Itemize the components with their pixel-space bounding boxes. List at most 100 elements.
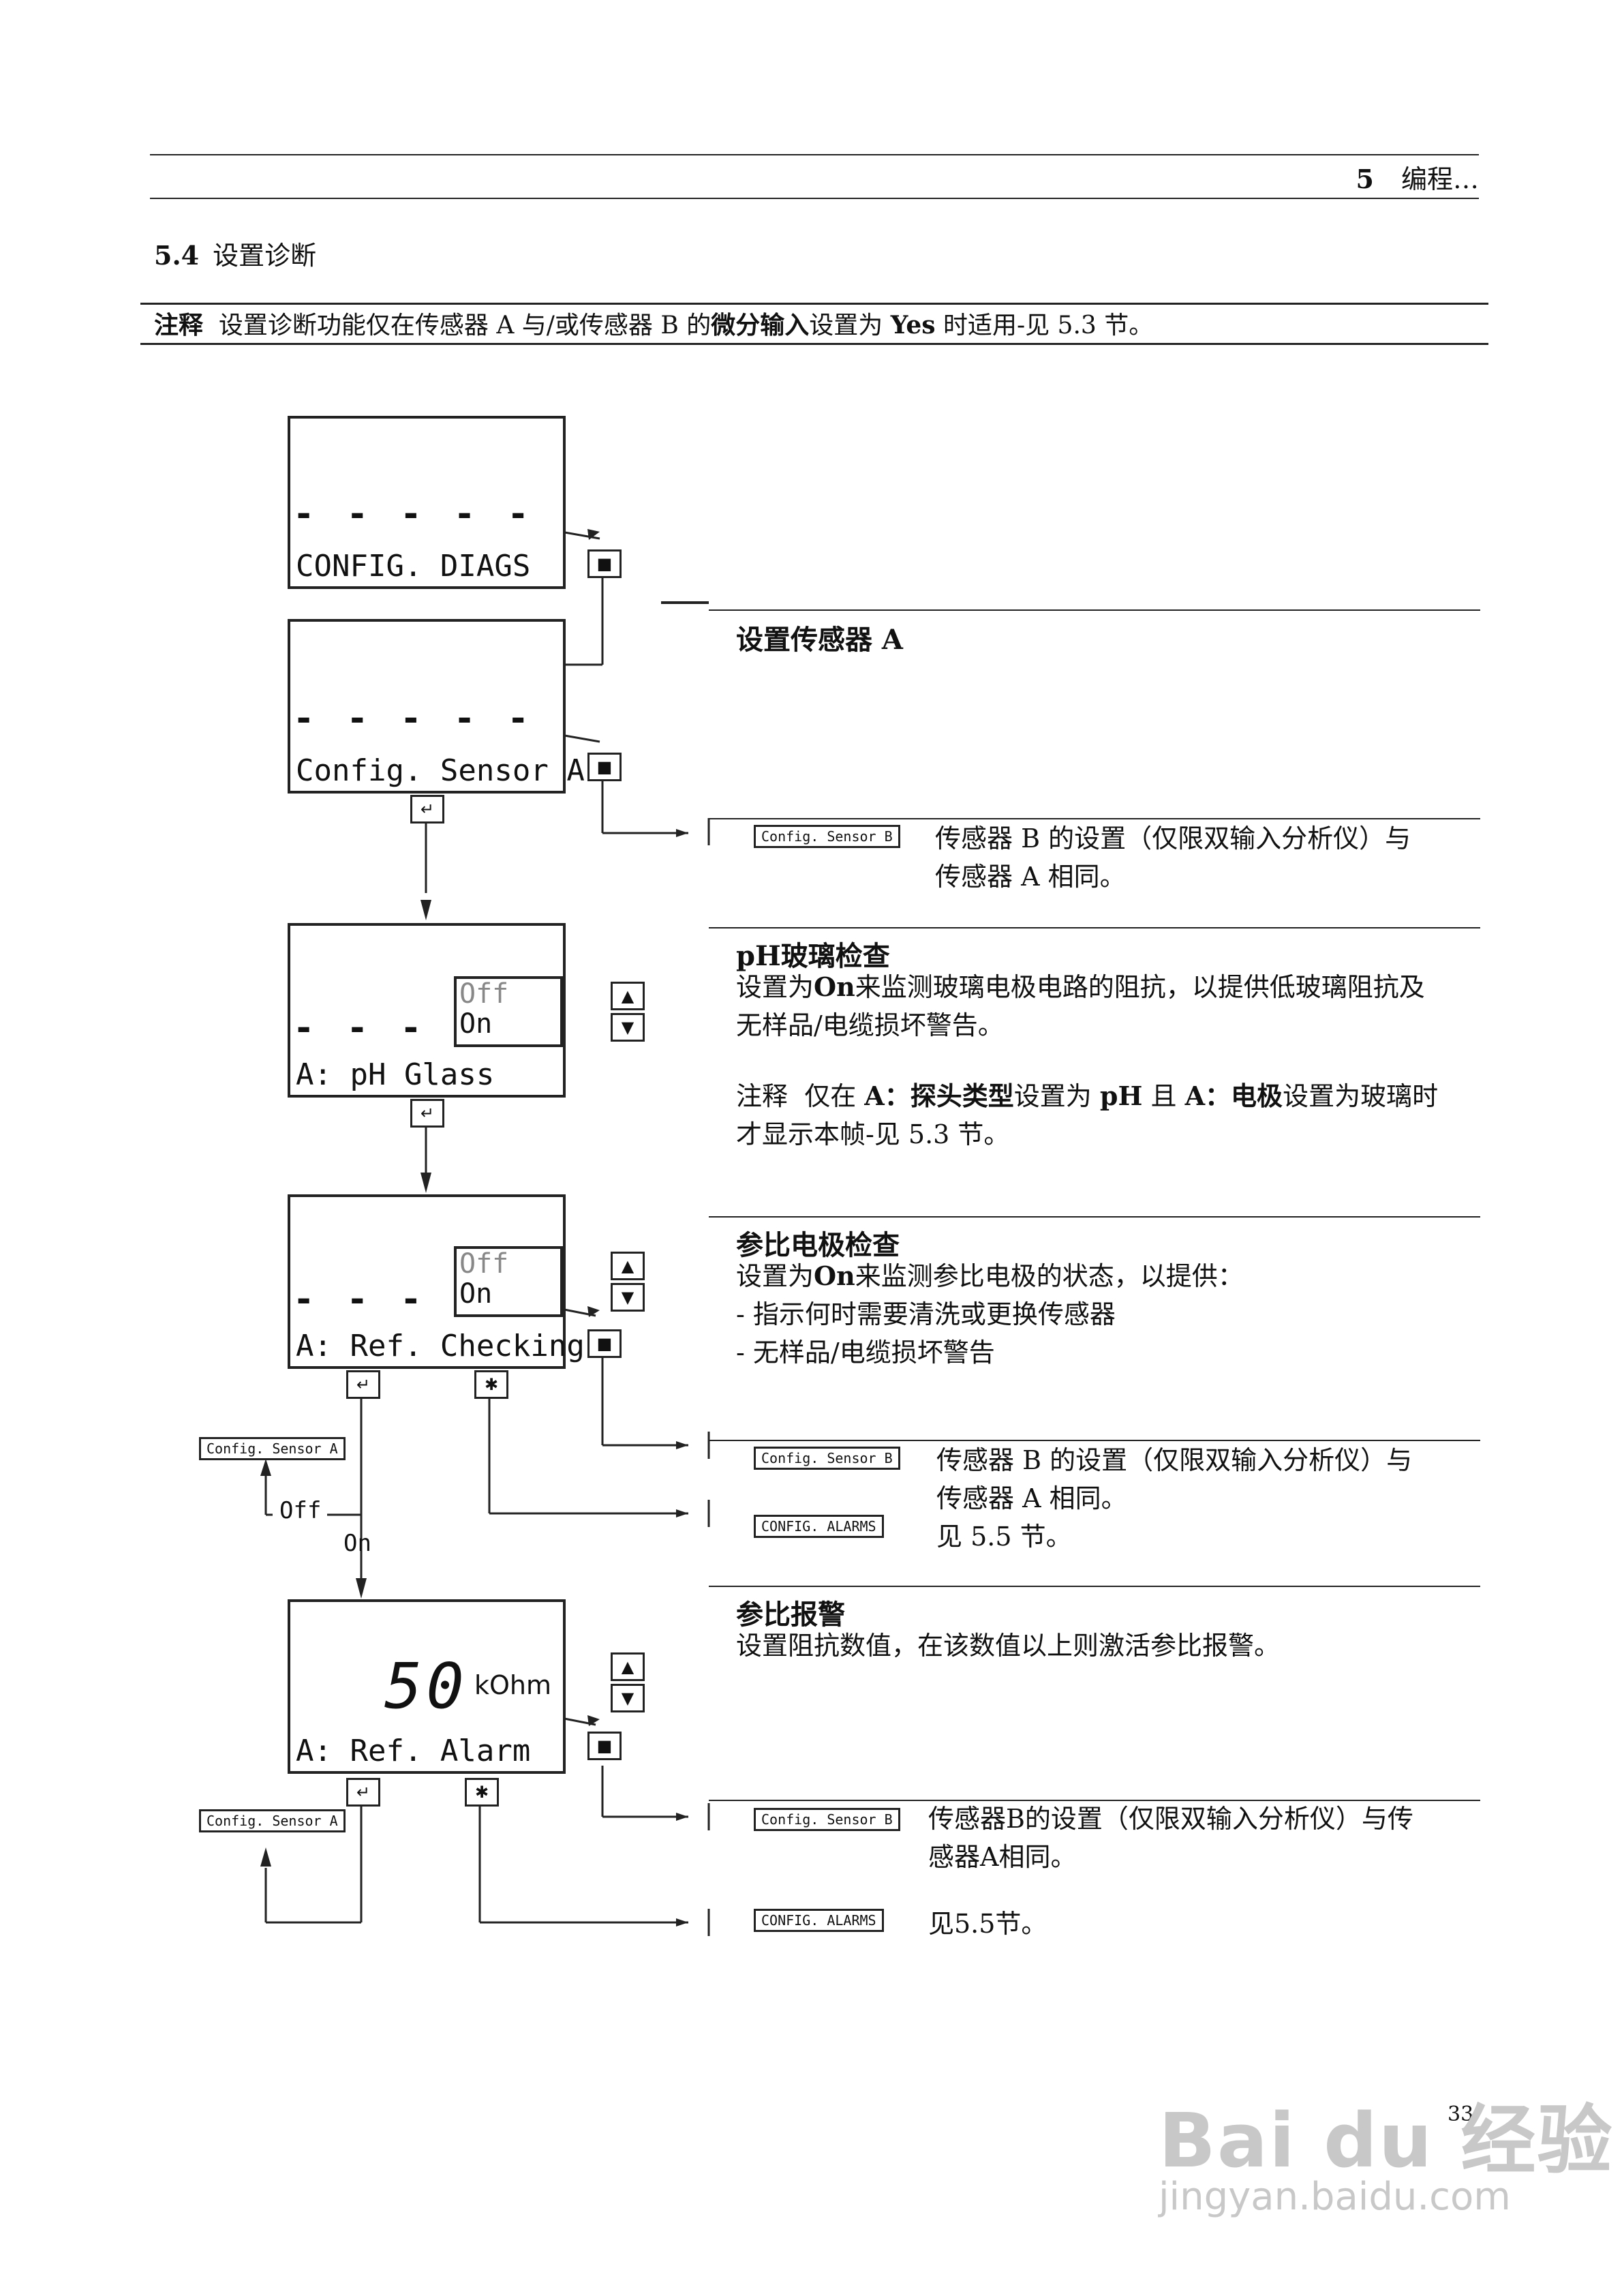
panel-line: - 指示何时需要清洗或更换传感器 xyxy=(736,1299,1116,1329)
panel-title: 参比电极检查 xyxy=(736,1229,900,1261)
panel-text: 传感器 B 的设置（仅限双输入分析仪）与 传感器 A 相同。 xyxy=(935,819,1411,896)
enter-key-icon[interactable]: ↵ xyxy=(410,1099,444,1128)
lcd-screen-ref-checking: - - - - - A: Ref. Checking Off On xyxy=(288,1194,585,1369)
note-text: 设置为 xyxy=(809,312,883,339)
star-key-icon[interactable]: ✱ xyxy=(465,1778,499,1807)
down-arrow-key-icon[interactable]: ▼ xyxy=(611,1283,645,1312)
lcd-label: CONFIG. DIAGS xyxy=(296,549,531,584)
panel-text: 设置为On来监测玻璃电极电路的阻抗，以提供低玻璃阻抗及 无样品/电缆损坏警告。 xyxy=(736,968,1425,1044)
option-off[interactable]: Off xyxy=(459,978,509,1010)
section-title: 设置诊断 xyxy=(213,241,317,271)
panel-line: 见 5.5 节。 xyxy=(936,1522,1072,1552)
panel-line: 设置为玻璃时 xyxy=(1283,1081,1439,1111)
star-key-icon[interactable]: ✱ xyxy=(474,1370,508,1399)
watermark-logo: Bai du 经验 xyxy=(1159,2097,1614,2184)
lcd-screen-config-sensor-a: - - - - - Config. Sensor A xyxy=(288,619,585,794)
config-alarms-box: CONFIG. ALARMS xyxy=(754,1515,884,1538)
panel-line: 传感器 A 相同。 xyxy=(936,1483,1127,1513)
up-arrow-key-icon[interactable]: ▲ xyxy=(611,1252,645,1280)
lcd-dashes: - - - - - xyxy=(293,494,534,534)
off-label: Off xyxy=(279,1497,322,1524)
down-arrow-key-icon[interactable]: ▼ xyxy=(611,1013,645,1042)
section-heading: 5.4 设置诊断 xyxy=(154,235,316,272)
config-sensor-b-box: Config. Sensor B xyxy=(754,1808,900,1831)
down-key-icon[interactable]: ■ xyxy=(587,549,622,578)
chapter-header: 5 编程… xyxy=(1356,158,1479,196)
chapter-number: 5 xyxy=(1356,164,1374,194)
config-sensor-b-box: Config. Sensor B xyxy=(754,825,900,848)
note-text: 设置诊断功能仅在传感器 A 与/或传感器 B 的 xyxy=(218,312,711,339)
lcd-label: Config. Sensor A xyxy=(296,753,585,788)
panel-line: 仅在 xyxy=(804,1081,857,1111)
note-bold: 微分输入 xyxy=(711,311,810,339)
alarm-unit: kOhm xyxy=(474,1670,552,1700)
panel-line: 传感器 A 相同。 xyxy=(935,862,1126,892)
config-alarms-box: CONFIG. ALARMS xyxy=(754,1909,884,1932)
enter-key-icon[interactable]: ↵ xyxy=(346,1370,380,1399)
option-on[interactable]: On xyxy=(459,1008,493,1040)
chapter-title: 编程… xyxy=(1401,164,1479,194)
panel-bold: pH xyxy=(1099,1081,1143,1111)
panel-bold: A：电极 xyxy=(1184,1081,1283,1111)
panel-rule xyxy=(709,818,1480,819)
panel-title: pH玻璃检查 xyxy=(736,940,890,972)
panel-line: 传感器 B 的设置（仅限双输入分析仪）与 xyxy=(936,1445,1413,1475)
option-on[interactable]: On xyxy=(459,1278,493,1310)
up-arrow-key-icon[interactable]: ▲ xyxy=(611,1652,645,1681)
panel-line: 才显示本帧-见 5.3 节。 xyxy=(736,1119,1010,1149)
panel-text: 见5.5节。 xyxy=(928,1909,1047,1939)
panel-note: 注释 仅在 A：探头类型设置为 pH 且 A：电极设置为玻璃时 才显示本帧-见 … xyxy=(736,1077,1438,1153)
lcd-label: A: pH Glass xyxy=(296,1057,495,1092)
lcd-label: A: Ref. Alarm xyxy=(296,1734,531,1768)
panel-bold: On xyxy=(814,971,855,1002)
panel-line: 且 xyxy=(1150,1081,1177,1111)
panel-title: 设置传感器 A xyxy=(736,624,903,656)
panel-bold: On xyxy=(814,1260,855,1291)
note-bottom-rule xyxy=(140,343,1488,345)
header-top-rule xyxy=(150,154,1479,155)
note-label: 注释 xyxy=(736,1081,789,1111)
down-arrow-key-icon[interactable]: ▼ xyxy=(611,1684,645,1712)
option-selector[interactable]: Off On xyxy=(454,1246,563,1317)
panel-line: 传感器B的设置（仅限双输入分析仪）与传 xyxy=(928,1804,1413,1834)
down-key-icon[interactable]: ■ xyxy=(587,1329,622,1358)
enter-key-icon[interactable]: ↵ xyxy=(410,795,444,824)
panel-title: 参比报警 xyxy=(736,1599,845,1631)
note-bold: Yes xyxy=(890,311,936,339)
panel-rule xyxy=(709,609,1480,611)
on-label: On xyxy=(343,1530,371,1557)
down-key-icon[interactable]: ■ xyxy=(587,1732,622,1760)
panel-line: 无样品/电缆损坏警告。 xyxy=(736,1010,1004,1040)
up-arrow-key-icon[interactable]: ▲ xyxy=(611,982,645,1010)
panel-line: 感器A相同。 xyxy=(928,1842,1077,1872)
watermark-url: jingyan.baidu.com xyxy=(1159,2175,1511,2219)
note-label: 注释 xyxy=(154,311,204,339)
panel-text: 设置阻抗数值，在该数值以上则激活参比报警。 xyxy=(736,1631,1281,1661)
option-selector[interactable]: Off On xyxy=(454,976,563,1047)
enter-key-icon[interactable]: ↵ xyxy=(346,1778,380,1807)
panel-line: 传感器 B 的设置（仅限双输入分析仪）与 xyxy=(935,824,1411,854)
config-sensor-a-box: Config. Sensor A xyxy=(199,1809,346,1832)
panel-line: 设置为 xyxy=(1013,1081,1092,1111)
note-top-rule xyxy=(140,303,1488,305)
panel-text: 传感器B的设置（仅限双输入分析仪）与传 感器A相同。 xyxy=(928,1800,1413,1876)
panel-rule xyxy=(661,601,709,604)
lcd-screen-ph-glass: - - - - - A: pH Glass Off On xyxy=(288,923,566,1098)
panel-rule xyxy=(709,1440,1480,1441)
panel-bold: A：探头类型 xyxy=(864,1081,1014,1111)
lcd-screen-ref-alarm: 50 kOhm A: Ref. Alarm xyxy=(288,1599,566,1774)
panel-text: 传感器 B 的设置（仅限双输入分析仪）与 传感器 A 相同。 见 5.5 节。 xyxy=(936,1441,1412,1556)
section-number: 5.4 xyxy=(154,240,200,271)
down-key-icon[interactable]: ■ xyxy=(587,753,622,781)
lcd-label: A: Ref. Checking xyxy=(296,1329,585,1363)
panel-rule xyxy=(709,927,1480,928)
section-note: 注释 设置诊断功能仅在传感器 A 与/或传感器 B 的微分输入设置为 Yes 时… xyxy=(154,305,1153,341)
config-sensor-a-box: Config. Sensor A xyxy=(199,1437,346,1460)
config-sensor-b-box: Config. Sensor B xyxy=(754,1447,900,1470)
panel-rule xyxy=(709,1800,1480,1801)
panel-line: - 无样品/电缆损坏警告 xyxy=(736,1338,995,1368)
panel-rule xyxy=(709,1216,1480,1218)
option-off[interactable]: Off xyxy=(459,1248,509,1280)
panel-rule xyxy=(709,1586,1480,1587)
